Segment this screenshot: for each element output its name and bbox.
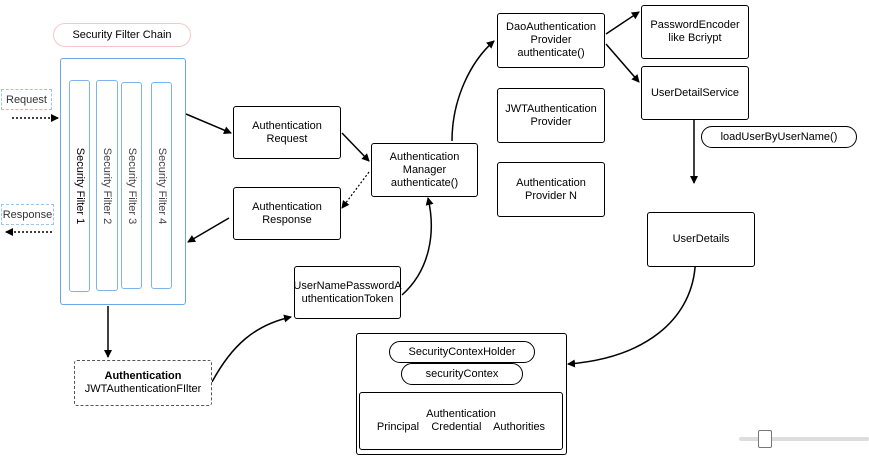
- jwt-filter-name: JWTAuthenticationFIlter: [84, 383, 202, 395]
- authentication-request-node: Authentication Request: [233, 106, 341, 159]
- response-label: Response: [2, 208, 53, 221]
- token-to-manager-arrow: [401, 197, 434, 296]
- filter-2-label: Security Filter 2: [101, 147, 113, 224]
- authentication-response-node: Authentication Response: [233, 187, 341, 240]
- security-context-pill: securityContex: [401, 363, 523, 385]
- dao-line-3: authenticate(): [517, 47, 585, 59]
- user-detail-service-label: UserDetailService: [650, 86, 740, 99]
- authentication-details-fields: Principal Credential Authorities: [376, 421, 546, 433]
- password-encoder-node: PasswordEncoder like Bcriypt: [641, 5, 749, 59]
- authentication-manager-node: Authentication Manager authenticate(): [371, 143, 478, 197]
- jwt-provider-line-1: JWTAuthentication: [505, 102, 597, 115]
- manager-to-dao-provider-arrow: [451, 40, 495, 142]
- chain-to-auth-request-arrow: [185, 113, 232, 134]
- manager-line-1: Authentication: [389, 150, 460, 163]
- auth-request-line-2: Request: [266, 132, 308, 145]
- manager-to-auth-response-arrow: [341, 171, 370, 209]
- authentication-provider-n-node: Authentication Provider N: [497, 162, 605, 217]
- user-details-label: UserDetails: [672, 233, 730, 245]
- response-label-box: Response: [1, 204, 54, 225]
- jwt-filter-to-token-arrow: [211, 314, 292, 383]
- auth-response-to-chain-arrow: [187, 217, 230, 243]
- request-label-box: Request: [1, 89, 52, 110]
- filter-4-label: Security Filter 4: [155, 147, 168, 224]
- dao-line-1: DaoAuthentication: [506, 21, 596, 33]
- jwt-authentication-provider-node: JWTAuthentication Provider: [497, 88, 605, 143]
- filter-3-label: Security Filter 3: [125, 147, 138, 224]
- security-filter-chain-title: Security Filter Chain: [53, 23, 191, 47]
- filter-1-label: Security Filter 1: [73, 147, 86, 225]
- zoom-slider-thumb[interactable]: [758, 430, 772, 448]
- security-filter-2: Security Filter 2: [96, 80, 118, 291]
- dao-to-user-detail-service-arrow: [605, 43, 640, 83]
- dao-to-password-encoder-arrow: [605, 11, 640, 35]
- jwt-provider-line-2: Provider: [530, 115, 572, 128]
- manager-line-3: authenticate(): [390, 176, 459, 189]
- jwt-authentication-filter-node: Authentication JWTAuthenticationFIlter: [74, 360, 212, 406]
- user-details-to-context-arrow: [567, 260, 700, 368]
- dao-line-2: Provider: [530, 34, 572, 46]
- provider-n-line-1: Authentication: [516, 176, 586, 189]
- user-details-node: UserDetails: [647, 212, 755, 267]
- chain-title-label: Security Filter Chain: [72, 29, 172, 41]
- security-context-holder-pill: SecurityContexHolder: [389, 341, 535, 363]
- zoom-slider-track[interactable]: [739, 437, 869, 441]
- provider-n-line-2: Provider N: [525, 189, 577, 202]
- load-user-label: loadUserByUserName(): [720, 131, 838, 143]
- authentication-details-box: Authentication Principal Credential Auth…: [359, 392, 563, 450]
- auth-request-to-manager-arrow: [341, 132, 370, 162]
- auth-response-line-2: Response: [262, 213, 312, 226]
- auth-request-line-1: Authentication: [252, 119, 322, 132]
- security-filter-chain-panel: Security Filter 1 Security Filter 2 Secu…: [60, 58, 186, 305]
- security-context-label: securityContex: [425, 368, 499, 380]
- token-line-1: UserNamePasswordA: [293, 279, 402, 292]
- dao-authentication-provider-node: DaoAuthentication Provider authenticate(…: [497, 13, 605, 68]
- security-filter-4: Security Filter 4: [151, 82, 172, 289]
- encoder-line-2: like Bcriypt: [668, 32, 722, 44]
- manager-line-2: Manager: [402, 163, 447, 176]
- jwt-filter-title: Authentication: [104, 370, 182, 382]
- token-line-2: uthenticationToken: [301, 292, 394, 305]
- security-context-container: SecurityContexHolder securityContex Auth…: [356, 333, 567, 455]
- user-detail-service-node: UserDetailService: [641, 66, 749, 120]
- load-user-by-username-pill: loadUserByUserName(): [701, 126, 857, 148]
- security-filter-1: Security Filter 1: [69, 80, 90, 292]
- request-label: Request: [6, 93, 47, 106]
- username-password-token-node: UserNamePasswordA uthenticationToken: [293, 266, 402, 319]
- encoder-line-1: PasswordEncoder: [650, 19, 740, 31]
- security-context-holder-label: SecurityContexHolder: [408, 346, 516, 358]
- security-filter-3: Security Filter 3: [121, 82, 142, 289]
- authentication-details-title: Authentication: [426, 408, 496, 420]
- auth-response-line-1: Authentication: [252, 200, 322, 213]
